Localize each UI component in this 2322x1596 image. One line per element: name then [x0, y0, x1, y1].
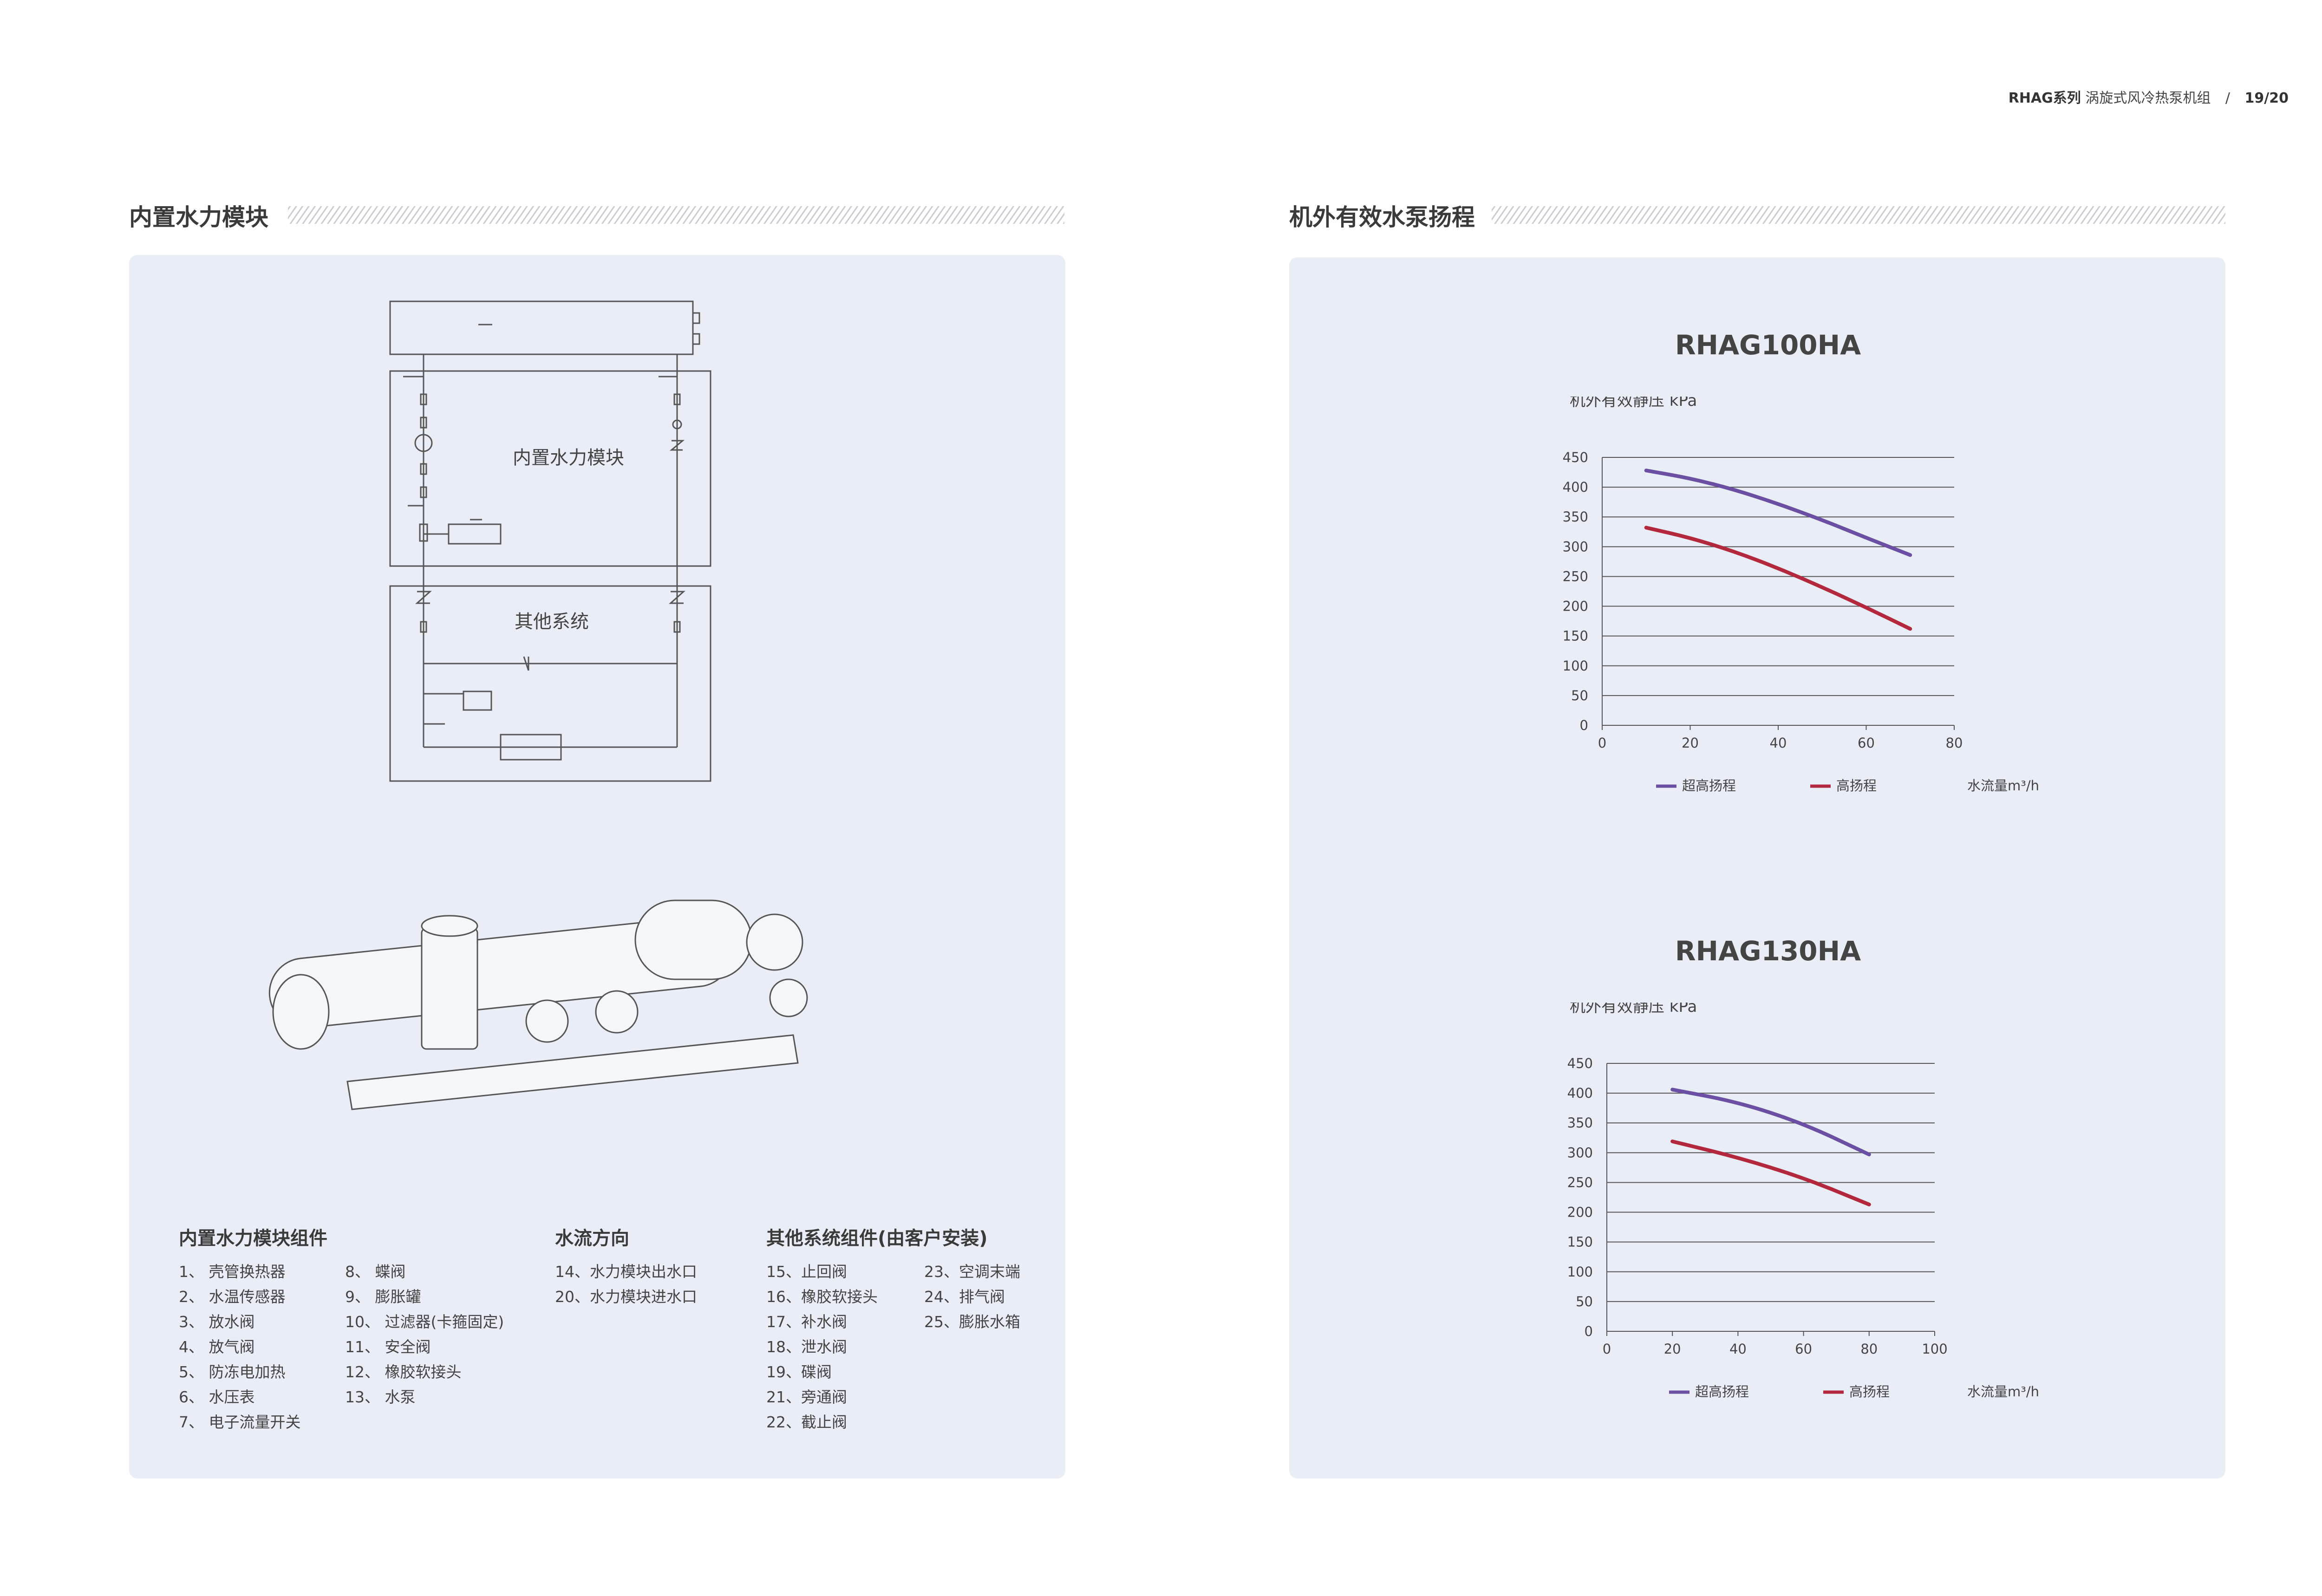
y-tick-label: 450 — [1563, 449, 1588, 465]
x-axis-label: 水流量m³/h — [1967, 1384, 2039, 1400]
other-components-list-1: 15、止回阀 16、橡胶软接头 17、补水阀 18、泄水阀 19、碟阀 21、旁… — [766, 1259, 878, 1435]
x-tick-label: 0 — [1603, 1341, 1611, 1357]
legend-label: 超高扬程 — [1695, 1384, 1749, 1400]
group-heading-other-components: 其他系统组件(由客户安装) — [766, 1228, 988, 1249]
y-tick-label: 400 — [1567, 1085, 1593, 1101]
schematic-module-label: 内置水力模块 — [513, 447, 624, 469]
group-heading-flow-direction: 水流方向 — [555, 1228, 629, 1249]
series-subtitle: 涡旋式风冷热泵机组 — [2085, 90, 2211, 106]
list-item: 18、泄水阀 — [766, 1338, 847, 1356]
series-line — [1644, 526, 1912, 631]
list-item: 9、 膨胀罐 — [345, 1288, 421, 1306]
list-item: 15、止回阀 — [766, 1263, 847, 1281]
title-hatch-divider — [288, 206, 1064, 224]
x-tick-label: 100 — [1922, 1341, 1947, 1357]
hydronic-module-panel: 内置水力模块 其他系统 内置水力模块组件 1、 壳管换热器 2、 水温传感器 3… — [129, 255, 1065, 1479]
chart-title-rhag100ha: RHAG100HA — [1675, 329, 1861, 361]
chart-rhag130ha: 机外有效静压 kPa 0 50 100 150 200 250 300 350 400 450 0 20… — [1567, 1003, 2039, 1400]
module-components-list-2: 8、 蝶阀 9、 膨胀罐 10、 过滤器(卡箍固定) 11、 安全阀 12、 橡… — [345, 1259, 504, 1410]
list-item: 4、 放气阀 — [179, 1338, 255, 1356]
hydronic-schematic-diagram: 内置水力模块 其他系统 — [389, 300, 711, 782]
y-tick-label: 50 — [1576, 1294, 1593, 1309]
y-tick-label: 350 — [1563, 509, 1588, 525]
y-tick-label: 100 — [1567, 1264, 1593, 1280]
y-axis-label: 机外有效静压 kPa — [1570, 1003, 1697, 1016]
series-line — [1670, 1139, 1871, 1206]
x-tick-label: 80 — [1946, 735, 1963, 751]
y-tick-label: 250 — [1567, 1174, 1593, 1190]
page-number: 19/20 — [2244, 90, 2289, 106]
x-tick-label: 60 — [1858, 735, 1875, 751]
list-item: 12、 橡胶软接头 — [345, 1363, 462, 1381]
x-tick-label: 80 — [1860, 1341, 1878, 1357]
y-tick-label: 300 — [1563, 539, 1588, 554]
list-item: 24、排气阀 — [924, 1288, 1005, 1306]
list-item: 22、截止阀 — [766, 1413, 847, 1431]
hydronic-unit-illustration — [268, 899, 808, 1110]
y-tick-label: 150 — [1563, 628, 1588, 644]
list-item: 7、 电子流量开关 — [179, 1413, 301, 1431]
series-line — [1644, 469, 1912, 557]
schematic-other-label: 其他系统 — [515, 611, 589, 632]
series-brand: RHAG系列 — [2008, 90, 2081, 106]
legend-label: 高扬程 — [1836, 778, 1877, 794]
chart-rhag100ha: 机外有效静压 kPa 0 50 100 150 200 250 300 350 400 450 0 20… — [1563, 397, 2039, 794]
y-tick-label: 0 — [1580, 717, 1588, 733]
title-hatch-divider-right — [1492, 206, 2225, 224]
list-item: 3、 放水阀 — [179, 1313, 255, 1331]
list-item: 2、 水温传感器 — [179, 1288, 286, 1306]
y-tick-label: 300 — [1567, 1145, 1593, 1160]
flow-direction-list: 14、水力模块出水口 20、水力模块进水口 — [555, 1259, 697, 1309]
y-tick-label: 450 — [1567, 1055, 1593, 1071]
list-item: 20、水力模块进水口 — [555, 1288, 697, 1306]
x-tick-label: 40 — [1729, 1341, 1747, 1357]
y-tick-label: 400 — [1563, 479, 1588, 495]
y-tick-label: 100 — [1563, 658, 1588, 674]
y-tick-label: 350 — [1567, 1115, 1593, 1131]
list-item: 10、 过滤器(卡箍固定) — [345, 1313, 504, 1331]
list-item: 21、旁通阀 — [766, 1388, 847, 1406]
list-item: 19、碟阀 — [766, 1363, 832, 1381]
y-tick-label: 150 — [1567, 1234, 1593, 1250]
list-item: 13、 水泵 — [345, 1388, 416, 1406]
x-tick-label: 20 — [1664, 1341, 1681, 1357]
x-axis-label: 水流量m³/h — [1967, 778, 2039, 794]
group-heading-module-components: 内置水力模块组件 — [179, 1228, 327, 1249]
legend-label: 高扬程 — [1849, 1384, 1890, 1400]
y-tick-label: 0 — [1585, 1323, 1593, 1339]
list-item: 16、橡胶软接头 — [766, 1288, 878, 1306]
x-tick-label: 20 — [1682, 735, 1699, 751]
list-item: 17、补水阀 — [766, 1313, 847, 1331]
list-item: 11、 安全阀 — [345, 1338, 431, 1356]
series-line — [1670, 1088, 1871, 1157]
y-axis-label: 机外有效静压 kPa — [1570, 397, 1697, 410]
page-header: RHAG系列 涡旋式风冷热泵机组 / 19/20 — [2008, 90, 2289, 106]
list-item: 8、 蝶阀 — [345, 1263, 406, 1281]
other-components-list-2: 23、空调末端 24、排气阀 25、膨胀水箱 — [924, 1259, 1020, 1335]
list-item: 14、水力模块出水口 — [555, 1263, 697, 1281]
section-title-hydronic-module: 内置水力模块 — [129, 204, 268, 231]
chart-title-rhag130ha: RHAG130HA — [1675, 935, 1861, 967]
list-item: 23、空调末端 — [924, 1263, 1020, 1281]
y-tick-label: 200 — [1563, 599, 1588, 614]
list-item: 5、 防冻电加热 — [179, 1363, 286, 1381]
module-components-list-1: 1、 壳管换热器 2、 水温传感器 3、 放水阀 4、 放气阀 5、 防冻电加热… — [179, 1259, 301, 1435]
x-tick-label: 40 — [1770, 735, 1787, 751]
x-tick-label: 60 — [1795, 1341, 1812, 1357]
list-item: 25、膨胀水箱 — [924, 1313, 1020, 1331]
legend-label: 超高扬程 — [1682, 778, 1736, 794]
list-item: 1、 壳管换热器 — [179, 1263, 286, 1281]
section-title-pump-head: 机外有效水泵扬程 — [1289, 204, 1475, 231]
y-tick-label: 250 — [1563, 568, 1588, 584]
x-tick-label: 0 — [1598, 735, 1606, 751]
y-tick-label: 200 — [1567, 1205, 1593, 1220]
y-tick-label: 50 — [1571, 688, 1588, 704]
list-item: 6、 水压表 — [179, 1388, 255, 1406]
